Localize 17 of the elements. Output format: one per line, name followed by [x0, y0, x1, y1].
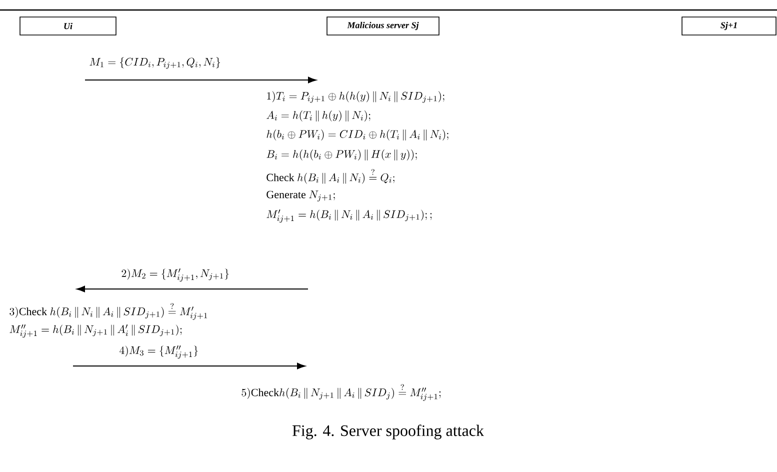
- formula-line: $A_i = h(T_i \,\|\, h(y) \,\|\, N_i);$: [266, 110, 370, 122]
- caption: Fig. 4. Server spoofing attack: [292, 424, 484, 440]
- formula-line: $\text{Generate } N_{j+1};$: [266, 190, 335, 202]
- formula-line: $5)\text{Check}h(B_i \,\|\, N_{j+1} \,\|\, A_i \,\|\, SID_j) \overset{?}{=} M''_{ij+1};$: [242, 384, 441, 401]
- formula-line: $1)T_i = P_{ij+1} \oplus h(h(y) \,\|\, N_i \,\|\, SID_{j+1});$: [267, 91, 444, 103]
- participant-box: Sj+1: [682, 16, 776, 36]
- formula-line: $h(b_i \oplus PW_i) = CID_i \oplus h(T_i \,\|\, A_i \,\|\, N_i);$: [266, 130, 448, 140]
- formula-line: $M_1 = \{CID_i, P_{ij+1}, Q_i, N_i\}$: [90, 57, 220, 69]
- formula-line: $M''_{ij+1} = h(B_i \,\|\, N_{j+1} \,\|\, A'_i \,\|\, SID_{j+1});$: [10, 324, 182, 338]
- formula-line: $3)\text{Check } h(B_i \,\|\, N_i \,\|\, A_i \,\|\, SID_{j+1}) \overset{?}{=} M'_{ij+1}$: [10, 303, 208, 320]
- formula-line: $M'_{ij+1} = h(B_i \,\|\, N_i \,\|\, A_i \,\|\, SID_{j+1});;$: [266, 209, 432, 223]
- formula-line: $\text{Check } h(B_i \,\|\, A_i \,\|\, N_i) \overset{?}{=} Q_i;$: [266, 169, 394, 184]
- formula-line: $B_i = h(h(b_i \oplus PW_i) \,\|\, H(x \,\|\, y));$: [266, 150, 417, 160]
- participant-box: Ui: [20, 16, 116, 36]
- formula-line: $2)M_2 = \{M'_{ij+1}, N_{j+1}\}$: [122, 268, 229, 282]
- formula-line: $4)M_3 = \{M''_{ij+1}\}$: [120, 345, 198, 359]
- participant-box: Malicious server Sj: [326, 16, 440, 36]
